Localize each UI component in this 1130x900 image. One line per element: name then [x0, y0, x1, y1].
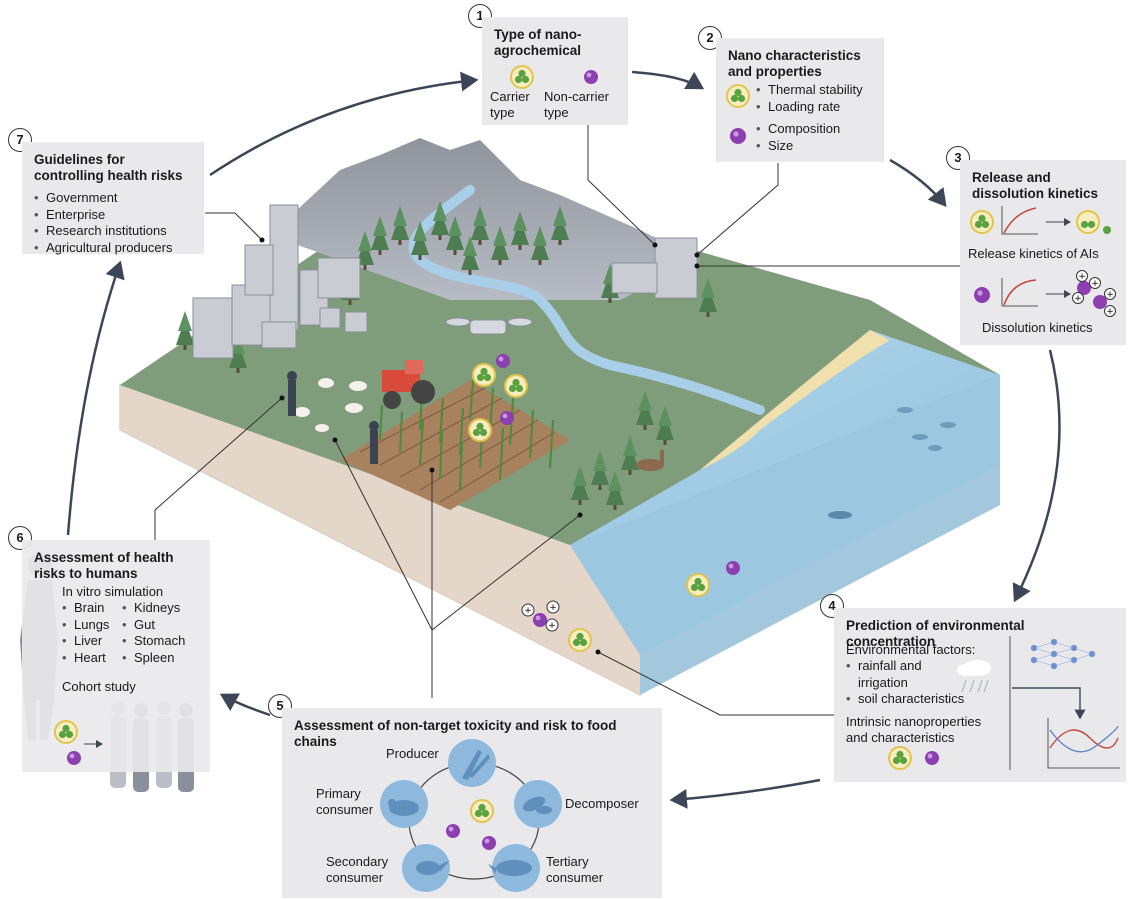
- env-factor-item: soil characteristics: [846, 691, 966, 708]
- box-type-of-nano-agrochemical: Type of nano-agrochemical Carrier type N…: [482, 17, 628, 125]
- svg-text:+: +: [1074, 294, 1082, 304]
- rain-cloud-icon: [957, 660, 991, 693]
- box-release-dissolution-kinetics: Release and dissolution kinetics + + + +…: [960, 160, 1126, 345]
- organ-item: Gut: [122, 617, 185, 634]
- guideline-item: Enterprise: [34, 207, 192, 224]
- box-nano-characteristics: Nano characteristics and properties Ther…: [716, 38, 884, 162]
- box1-title: Type of nano-agrochemical: [494, 27, 582, 58]
- property-item: Loading rate: [756, 99, 863, 116]
- box5-title: Assessment of non-target toxicity and ri…: [294, 718, 617, 749]
- svg-text:+: +: [1106, 290, 1114, 300]
- organ-item: Spleen: [122, 650, 185, 667]
- particle-icons: [510, 65, 598, 89]
- box-non-target-toxicity: Assessment of non-target toxicity and ri…: [282, 708, 662, 898]
- svg-text:+: +: [548, 621, 556, 631]
- organ-item: Brain: [62, 600, 109, 617]
- box2-title: Nano characteristics and properties: [728, 48, 861, 79]
- intrinsic-label: Intrinsic nanoproperties and characteris…: [846, 714, 982, 745]
- noncarrier-type-label: Non-carrier type: [544, 89, 610, 120]
- prediction-graphics: [888, 636, 1120, 770]
- kinetics-graphs: + + + + +: [970, 206, 1116, 317]
- dissolution-kinetics-label: Dissolution kinetics: [982, 320, 1093, 335]
- tertiary-consumer-label: Tertiary consumer: [546, 854, 604, 885]
- guideline-item: Government: [34, 190, 192, 207]
- box-guidelines-health-risks: Guidelines for controlling health risks …: [22, 142, 204, 256]
- svg-text:+: +: [549, 603, 557, 613]
- organs-list-right: Kidneys Gut Stomach Spleen: [122, 600, 185, 666]
- organ-item: Kidneys: [122, 600, 185, 617]
- env-factor-item: rainfall and irrigation: [846, 658, 966, 691]
- carrier-properties-list: Thermal stability Loading rate: [756, 82, 863, 115]
- svg-text:+: +: [1091, 279, 1099, 289]
- neural-network-icon: [1030, 638, 1096, 670]
- invitro-label: In vitro simulation: [62, 584, 164, 599]
- particle-icons-2: [726, 84, 750, 144]
- step-3-badge: 3: [946, 146, 970, 170]
- food-chain-diagram: [380, 739, 562, 892]
- env-factors-list: rainfall and irrigation soil characteris…: [846, 658, 966, 708]
- box4-title: Prediction of environmental concentratio…: [846, 618, 1025, 649]
- primary-consumer-label: Primary consumer: [316, 786, 374, 817]
- organs-list-left: Brain Lungs Liver Heart: [62, 600, 109, 666]
- property-item: Size: [756, 138, 840, 155]
- release-kinetics-label: Release kinetics of AIs: [968, 246, 1099, 261]
- decomposer-label: Decomposer: [565, 796, 639, 811]
- box-prediction-environmental-concentration: Prediction of environmental concentratio…: [834, 608, 1126, 782]
- guidelines-list: Government Enterprise Research instituti…: [34, 190, 192, 256]
- box3-title: Release and dissolution kinetics: [972, 170, 1099, 201]
- box7-title: Guidelines for controlling health risks: [34, 152, 183, 183]
- guideline-item: Research institutions: [34, 223, 192, 240]
- property-item: Composition: [756, 121, 840, 138]
- secondary-consumer-label: Secondary consumer: [326, 854, 389, 885]
- cohort-particles: [54, 720, 103, 765]
- svg-text:+: +: [524, 606, 532, 616]
- guideline-item: Agricultural producers: [34, 240, 192, 257]
- svg-text:+: +: [1078, 272, 1086, 282]
- cohort-study-label: Cohort study: [62, 679, 136, 694]
- carrier-type-label: Carrier type: [490, 89, 530, 120]
- producer-label: Producer: [386, 746, 439, 761]
- box6-title: Assessment of health risks to humans: [34, 550, 174, 581]
- organ-item: Lungs: [62, 617, 109, 634]
- noncarrier-properties-list: Composition Size: [756, 121, 840, 154]
- property-item: Thermal stability: [756, 82, 863, 99]
- box-health-risks-humans: Assessment of health risks to humans In …: [22, 540, 210, 772]
- organ-item: Liver: [62, 633, 109, 650]
- organ-item: Stomach: [122, 633, 185, 650]
- svg-text:+: +: [1106, 307, 1114, 317]
- organ-item: Heart: [62, 650, 109, 667]
- env-factors-label: Environmental factors:: [846, 642, 976, 657]
